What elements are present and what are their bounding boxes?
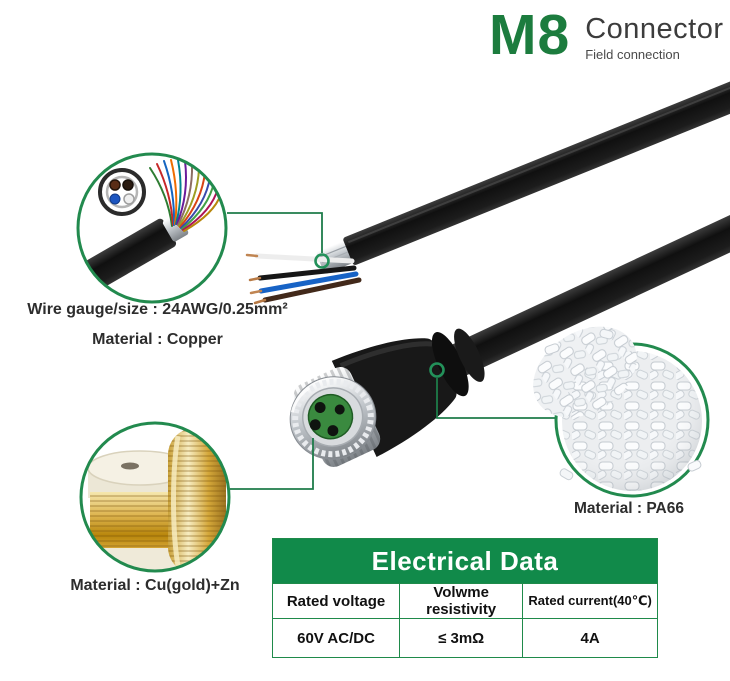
cell-rated-voltage: 60V AC/DC bbox=[271, 618, 401, 658]
wire-strands bbox=[149, 159, 222, 232]
copper-material-label: Material : Copper bbox=[92, 331, 223, 348]
table-title: Electrical Data bbox=[272, 538, 658, 584]
table-header-row: Rated voltage Volwme resistivity Rated c… bbox=[271, 583, 658, 619]
header: M8 Connector Field connection bbox=[489, 3, 724, 67]
connector-face bbox=[289, 376, 377, 460]
cable-callout-photo bbox=[76, 152, 228, 304]
wire-gauge-label: Wire gauge/size : 24AWG/0.25mm² bbox=[27, 301, 288, 318]
callout-lines bbox=[227, 212, 555, 490]
gold-material-label: Material : Cu(gold)+Zn bbox=[70, 577, 240, 594]
connector-photo bbox=[289, 181, 730, 467]
callout-ring-marker bbox=[429, 362, 445, 378]
callout-circle-border bbox=[79, 421, 231, 573]
callout-line bbox=[436, 378, 555, 419]
col-header-rated-current: Rated current(40℃) bbox=[522, 583, 658, 619]
col-header-rated-voltage: Rated voltage bbox=[271, 583, 401, 619]
cell-volume-resistivity: ≤ 3mΩ bbox=[399, 618, 524, 658]
brand-title: M8 bbox=[489, 3, 571, 67]
callout-line bbox=[227, 212, 323, 253]
table-row: 60V AC/DC ≤ 3mΩ 4A bbox=[271, 618, 658, 658]
stripped-wires bbox=[245, 253, 362, 305]
callout-ring-marker bbox=[314, 253, 330, 269]
callout-circle-border bbox=[76, 152, 228, 304]
cross-section-icon bbox=[98, 168, 146, 216]
page-title: Connector bbox=[585, 13, 724, 45]
col-header-volume-resistivity: Volwme resistivity bbox=[399, 583, 524, 619]
callout-line bbox=[230, 438, 314, 490]
table-title-row: Electrical Data bbox=[272, 538, 658, 584]
pa66-material-label: Material : PA66 bbox=[574, 500, 684, 517]
page-subtitle: Field connection bbox=[585, 47, 680, 62]
electrical-data-table: Electrical Data Rated voltage Volwme res… bbox=[271, 538, 658, 658]
cell-rated-current: 4A bbox=[522, 618, 658, 658]
wire-spool-photo bbox=[79, 421, 231, 573]
pellets-photo bbox=[533, 326, 710, 498]
